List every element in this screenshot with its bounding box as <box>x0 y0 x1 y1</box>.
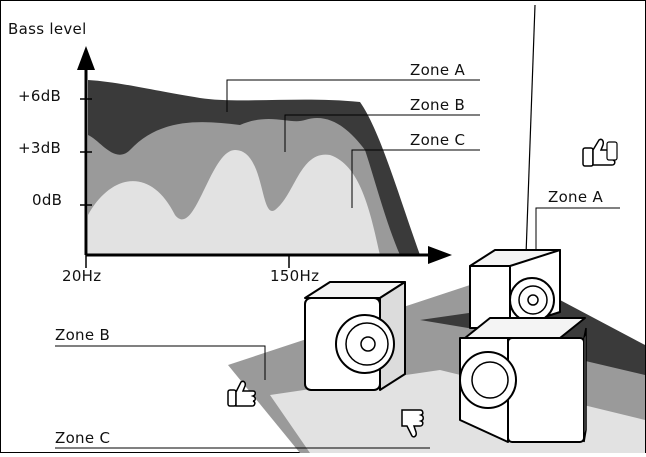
speaker-zone-a-leader <box>535 207 620 250</box>
x-tick-label-20hz: 20Hz <box>62 267 102 285</box>
y-tick-label-3db: +3dB <box>18 139 62 157</box>
y-tick-label-6db: +6dB <box>18 87 62 105</box>
room-corner-line <box>525 4 536 256</box>
speaker-back-right <box>469 249 561 329</box>
y-axis-arrow <box>77 46 95 70</box>
zone-b-leader-line <box>284 114 480 152</box>
thumbs-up-icon <box>227 380 256 407</box>
legend-zone-c: Zone C <box>410 131 466 149</box>
x-axis-arrow <box>428 246 452 264</box>
y-axis-title: Bass level <box>8 20 87 38</box>
floor-zone-b-label: Zone B <box>55 326 111 344</box>
speaker-zone-a-label: Zone A <box>548 188 604 206</box>
floor-zone-b-leader <box>55 345 266 380</box>
floor-zone-c-label: Zone C <box>55 429 111 447</box>
y-tick-label-0db: 0dB <box>32 191 63 209</box>
speaker-center <box>304 281 406 391</box>
legend-zone-a: Zone A <box>410 61 466 79</box>
x-tick-label-150hz: 150Hz <box>270 267 320 285</box>
zone-c-leader-line <box>351 149 480 208</box>
legend-zone-b: Zone B <box>410 96 466 114</box>
chart-area-zone-c <box>88 150 380 255</box>
thumbs-up-icon <box>582 138 618 167</box>
thumbs-down-icon <box>401 409 424 438</box>
speaker-front-right <box>459 317 587 443</box>
zone-a-leader-line <box>226 79 480 112</box>
